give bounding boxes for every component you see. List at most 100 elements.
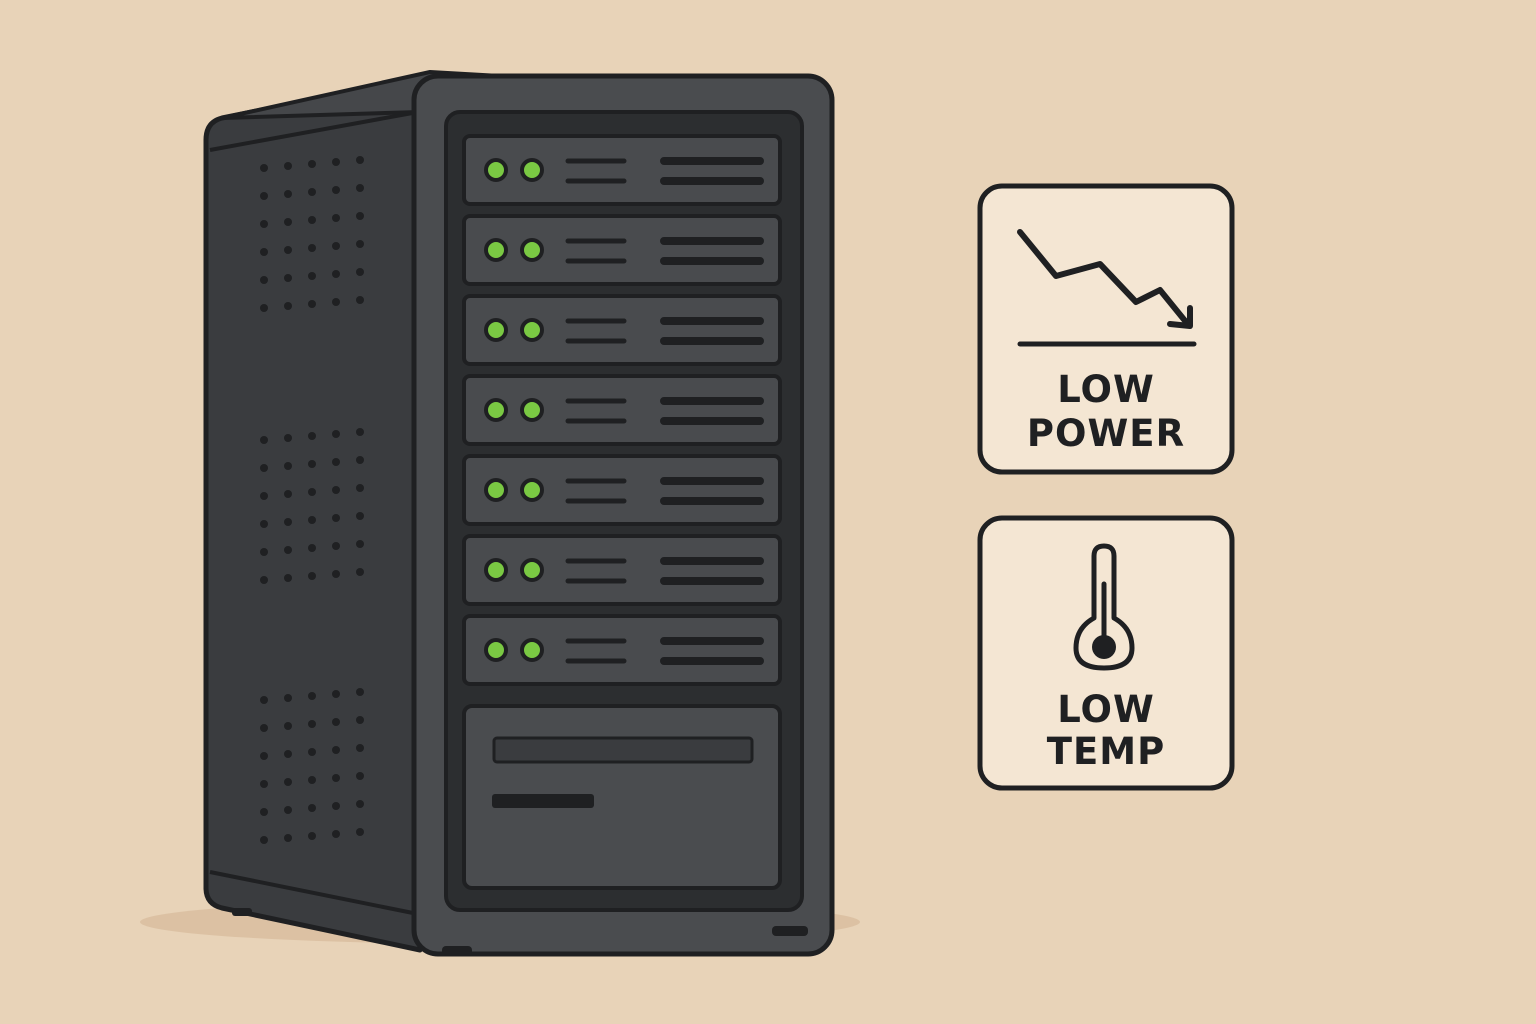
- vent-hole: [332, 214, 340, 222]
- vent-hole: [332, 514, 340, 522]
- drive-bay-panel: [462, 134, 782, 206]
- vent-hole: [284, 806, 292, 814]
- server-foot-side: [232, 908, 252, 916]
- vent-hole: [284, 750, 292, 758]
- vent-hole: [356, 268, 364, 276]
- vent-hole: [332, 298, 340, 306]
- vent-hole: [356, 688, 364, 696]
- vent-hole: [332, 774, 340, 782]
- vent-hole: [356, 184, 364, 192]
- vent-hole: [308, 692, 316, 700]
- vent-hole: [260, 724, 268, 732]
- status-led: [520, 238, 544, 262]
- vent-hole: [284, 694, 292, 702]
- vent-hole: [284, 302, 292, 310]
- server-side-bottom-edge: [209, 870, 419, 916]
- vent-hole: [356, 156, 364, 164]
- drive-bay: [462, 374, 782, 446]
- status-led: [484, 638, 508, 662]
- vent-hole: [284, 778, 292, 786]
- status-led: [484, 158, 508, 182]
- vent-hole: [356, 240, 364, 248]
- vent-hole: [356, 512, 364, 520]
- drive-bays: [462, 134, 782, 686]
- vent-hole: [260, 220, 268, 228]
- vent-hole: [260, 464, 268, 472]
- vent-hole: [284, 518, 292, 526]
- vent-hole: [308, 188, 316, 196]
- status-led: [520, 558, 544, 582]
- drive-bay: [462, 294, 782, 366]
- vent-hole: [308, 572, 316, 580]
- vent-hole: [284, 574, 292, 582]
- side-vents: [260, 156, 364, 844]
- drive-bay: [462, 134, 782, 206]
- vent-hole: [284, 834, 292, 842]
- vent-hole: [356, 484, 364, 492]
- vent-hole: [308, 832, 316, 840]
- vent-hole: [356, 296, 364, 304]
- server-side-panel: [203, 75, 423, 953]
- vent-hole: [332, 186, 340, 194]
- status-led: [520, 318, 544, 342]
- optical-drive-slot: [492, 736, 754, 764]
- status-led: [520, 478, 544, 502]
- vent-hole: [260, 548, 268, 556]
- vent-hole: [308, 488, 316, 496]
- status-led: [484, 318, 508, 342]
- vent-hole: [260, 276, 268, 284]
- vent-hole: [260, 808, 268, 816]
- vent-hole: [356, 568, 364, 576]
- vent-hole: [260, 164, 268, 172]
- drive-bay-panel: [462, 614, 782, 686]
- vent-hole: [308, 160, 316, 168]
- vent-hole: [308, 776, 316, 784]
- vent-hole: [332, 830, 340, 838]
- indicator-bar: [492, 794, 594, 808]
- vent-hole: [260, 752, 268, 760]
- drive-bay-panel: [462, 374, 782, 446]
- vent-hole: [332, 718, 340, 726]
- vent-hole: [284, 546, 292, 554]
- vent-hole: [308, 804, 316, 812]
- vent-hole: [356, 772, 364, 780]
- drive-bay: [462, 534, 782, 606]
- drive-bay: [462, 614, 782, 686]
- vent-hole: [284, 274, 292, 282]
- vent-hole: [332, 486, 340, 494]
- vent-hole: [260, 576, 268, 584]
- bottom-bay: [462, 704, 782, 890]
- vent-hole: [356, 456, 364, 464]
- vent-hole: [308, 748, 316, 756]
- low-temp-label-line2: TEMP: [1047, 730, 1165, 773]
- vent-hole: [356, 800, 364, 808]
- vent-hole: [260, 520, 268, 528]
- vent-hole: [332, 270, 340, 278]
- status-led: [520, 638, 544, 662]
- vent-hole: [308, 544, 316, 552]
- vent-hole: [356, 744, 364, 752]
- vent-hole: [284, 218, 292, 226]
- vent-hole: [356, 540, 364, 548]
- vent-hole: [332, 158, 340, 166]
- drive-bay-panel: [462, 214, 782, 286]
- vent-hole: [356, 212, 364, 220]
- vent-hole: [284, 162, 292, 170]
- vent-hole: [308, 300, 316, 308]
- vent-hole: [332, 542, 340, 550]
- vent-hole: [260, 436, 268, 444]
- vent-hole: [356, 828, 364, 836]
- vent-hole: [356, 716, 364, 724]
- vent-hole: [260, 248, 268, 256]
- vent-hole: [260, 836, 268, 844]
- server-foot-front-left: [442, 946, 472, 956]
- vent-hole: [332, 802, 340, 810]
- low-temp-badge: LOW TEMP: [977, 515, 1235, 791]
- vent-hole: [308, 272, 316, 280]
- vent-hole: [284, 722, 292, 730]
- vent-hole: [332, 690, 340, 698]
- downtrend-chart-icon: [1017, 229, 1197, 347]
- status-led: [484, 398, 508, 422]
- drive-bay-panel: [462, 454, 782, 526]
